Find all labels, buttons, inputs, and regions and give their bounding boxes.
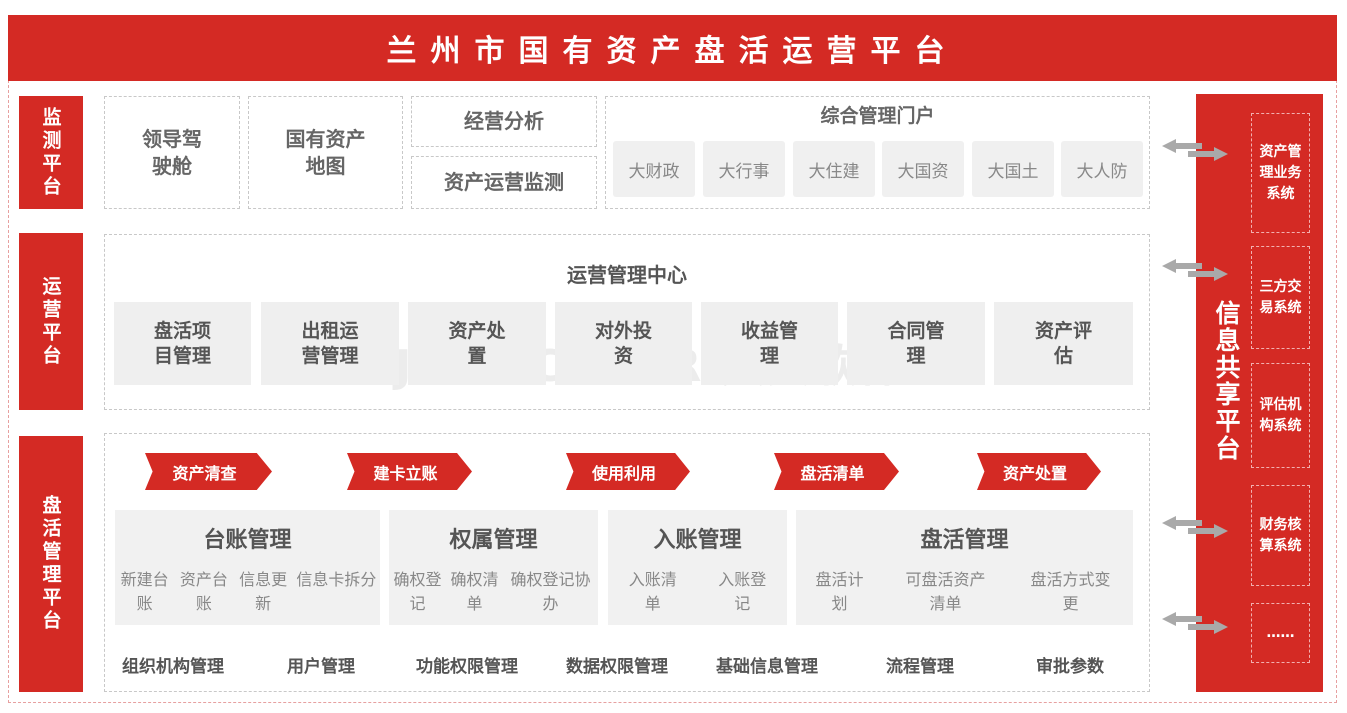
operation-item[interactable]: 出租运营管理 (261, 302, 399, 385)
operation-item[interactable]: 资产评估 (994, 302, 1133, 385)
operation-item[interactable]: 盘活项目管理 (114, 302, 251, 385)
module-subitem[interactable]: 信息更新 (239, 570, 288, 613)
base-function[interactable]: 组织机构管理 (122, 657, 224, 677)
base-function[interactable]: 功能权限管理 (416, 657, 518, 677)
bidirectional-arrow-icon (1162, 259, 1228, 281)
portal-item[interactable]: 大人防 (1061, 141, 1143, 197)
module-subitem[interactable]: 信息卡拆分 (296, 570, 377, 589)
analysis-box[interactable]: 经营分析 (411, 96, 597, 147)
portal-item[interactable]: 大国土 (972, 141, 1054, 197)
operation-center-box: 运营管理中心 (104, 234, 1150, 410)
module-card-title: 盘活管理 (920, 528, 1009, 553)
module-card: 台账管理新建台账资产台账信息更新信息卡拆分 (115, 510, 380, 625)
info-share-platform (1196, 94, 1323, 692)
flow-step: 资产处置 (977, 453, 1101, 490)
operation-item[interactable]: 对外投资 (555, 302, 692, 385)
base-function[interactable]: 基础信息管理 (716, 657, 818, 677)
base-function[interactable]: 流程管理 (886, 657, 954, 677)
base-function[interactable]: 审批参数 (1036, 657, 1104, 677)
module-subitem[interactable]: 可盘活资产清单 (905, 570, 986, 613)
portal-box: 综合管理门户 (605, 96, 1150, 209)
portal-item[interactable]: 大财政 (613, 141, 695, 197)
base-function[interactable]: 数据权限管理 (566, 657, 668, 677)
module-subitem[interactable]: 盘活方式变更 (1030, 570, 1111, 613)
external-system[interactable]: 财务核算系统 (1251, 485, 1310, 586)
operation-item[interactable]: 合同管理 (847, 302, 985, 385)
module-subitem[interactable]: 确权登记协办 (510, 570, 591, 613)
portal-item[interactable]: 大行事 (703, 141, 785, 197)
bidirectional-arrow-icon (1162, 139, 1228, 161)
module-subitems: 新建台账资产台账信息更新信息卡拆分 (115, 568, 380, 616)
module-subitems: 盘活计划可盘活资产清单 盘活方式变更 (796, 568, 1133, 616)
external-system[interactable]: 三方交易系统 (1251, 246, 1310, 349)
monitor-platform-label: 监测平台 (19, 96, 83, 209)
module-subitem[interactable]: 入账清单 (628, 570, 677, 613)
module-subitems: 确权登记确权清单确权登记协办 (389, 568, 598, 616)
asset-map-box[interactable]: 国有资产地图 (248, 96, 403, 209)
module-card-title: 权属管理 (449, 528, 538, 553)
flow-step: 使用利用 (566, 453, 690, 490)
external-system[interactable]: 评估机构系统 (1251, 363, 1310, 468)
module-card: 盘活管理盘活计划可盘活资产清单 盘活方式变更 (796, 510, 1133, 625)
external-system[interactable]: 资产管理业务系统 (1251, 113, 1310, 233)
module-card-title: 入账管理 (653, 528, 742, 553)
cockpit-box[interactable]: 领导驾驶舱 (104, 96, 240, 209)
portal-title: 综合管理门户 (820, 105, 935, 127)
info-share-title: 信息共享平台 (1212, 300, 1241, 462)
operation-platform-label: 运营平台 (19, 233, 83, 410)
module-subitems: 入账清单入账登记 (608, 568, 787, 616)
flow-step: 建卡立账 (347, 453, 472, 490)
flow-step: 盘活清单 (774, 453, 899, 490)
module-card-title: 台账管理 (203, 528, 292, 553)
revitalize-box (104, 433, 1150, 692)
module-subitem[interactable]: 确权清单 (450, 570, 499, 613)
operation-item[interactable]: 资产处置 (408, 302, 546, 385)
module-subitem[interactable]: 盘活计划 (815, 570, 864, 613)
external-system[interactable]: …… (1251, 603, 1310, 663)
bidirectional-arrow-icon (1162, 516, 1228, 538)
flow-step: 资产清查 (145, 453, 272, 490)
module-card: 权属管理确权登记确权清单确权登记协办 (389, 510, 598, 625)
monitoring-box[interactable]: 资产运营监测 (411, 156, 597, 209)
module-card: 入账管理入账清单入账登记 (608, 510, 787, 625)
module-subitem[interactable]: 新建台账 (120, 570, 169, 613)
revitalize-platform-label: 盘活管理平台 (19, 436, 83, 692)
operation-item[interactable]: 收益管理 (701, 302, 838, 385)
portal-item[interactable]: 大国资 (882, 141, 964, 197)
base-function[interactable]: 用户管理 (287, 657, 355, 677)
bidirectional-arrow-icon (1162, 612, 1228, 634)
page-title: 兰州市国有资产盘活运营平台 (8, 15, 1337, 81)
module-subitem[interactable]: 入账登记 (718, 570, 767, 613)
module-subitem[interactable]: 确权登记 (393, 570, 442, 613)
portal-item[interactable]: 大住建 (793, 141, 875, 197)
module-subitem[interactable]: 资产台账 (179, 570, 228, 613)
operation-center-title: 运营管理中心 (567, 263, 687, 287)
